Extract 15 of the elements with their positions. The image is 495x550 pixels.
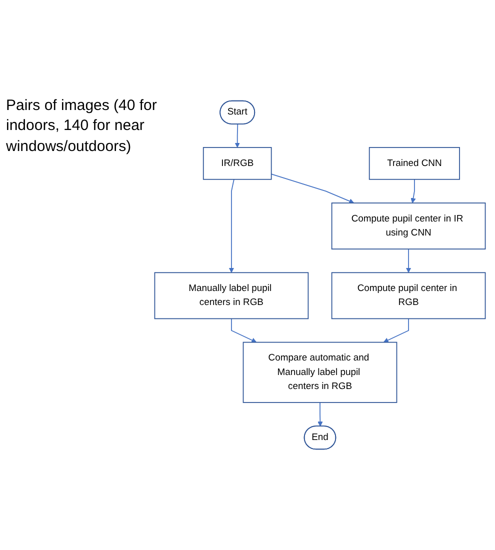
note-text: Pairs of images (40 for indoors, 140 for near windows/outdoors) bbox=[6, 96, 158, 156]
node-box: Compute pupil center in RGB bbox=[331, 272, 486, 320]
node-box: Compare automatic and Manually label pupil centers in RGB bbox=[242, 342, 398, 403]
node-box: Trained CNN bbox=[368, 147, 460, 180]
arrow bbox=[228, 178, 234, 273]
node-box: Manually label pupil centers in RGB bbox=[154, 272, 309, 320]
node-box: IR/RGB bbox=[202, 147, 272, 180]
arrow bbox=[270, 174, 354, 204]
arrow bbox=[410, 178, 416, 204]
arrow bbox=[234, 124, 240, 148]
arrow bbox=[318, 402, 323, 427]
arrow bbox=[383, 318, 409, 343]
arrow bbox=[406, 248, 412, 273]
node-box: Compute pupil center in IR using CNN bbox=[331, 202, 486, 250]
arrow bbox=[231, 318, 257, 343]
